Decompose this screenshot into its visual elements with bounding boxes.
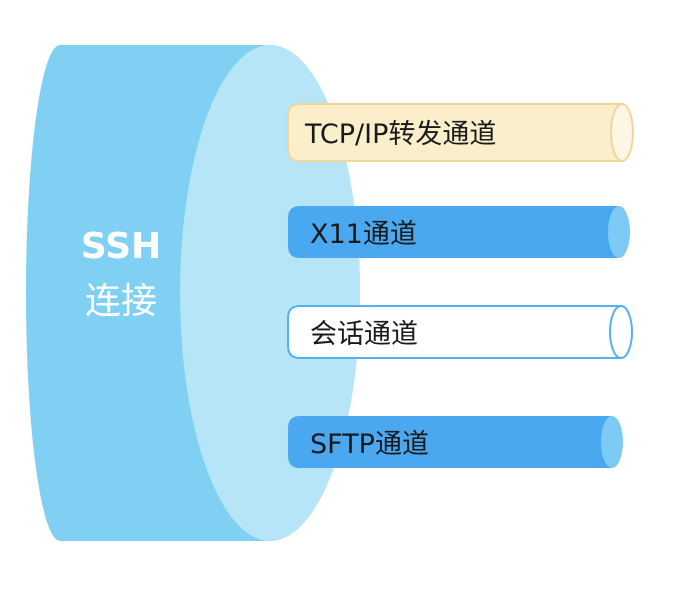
channel-session: 会话通道	[287, 305, 633, 359]
connection-title: 连接	[85, 281, 157, 322]
channel-tcpip-forward: TCP/IP转发通道	[287, 103, 634, 162]
channel-session-cap	[609, 305, 633, 359]
channel-sftp-cap	[601, 416, 623, 468]
channel-sftp-label: SFTP通道	[310, 429, 429, 460]
channel-x11-cap	[608, 206, 630, 258]
channel-sftp-body	[288, 416, 612, 468]
ssh-title: SSH	[81, 226, 161, 267]
channel-session-label: 会话通道	[310, 319, 418, 350]
channel-x11-body	[288, 206, 619, 258]
channel-tcpip-forward-body	[287, 103, 623, 162]
channel-sftp: SFTP通道	[288, 416, 623, 468]
channel-tcpip-forward-label: TCP/IP转发通道	[304, 119, 496, 150]
channel-tcpip-forward-cap	[610, 103, 634, 162]
channel-x11: X11通道	[288, 206, 630, 258]
channel-x11-label: X11通道	[310, 219, 417, 250]
channel-session-body	[287, 305, 622, 359]
